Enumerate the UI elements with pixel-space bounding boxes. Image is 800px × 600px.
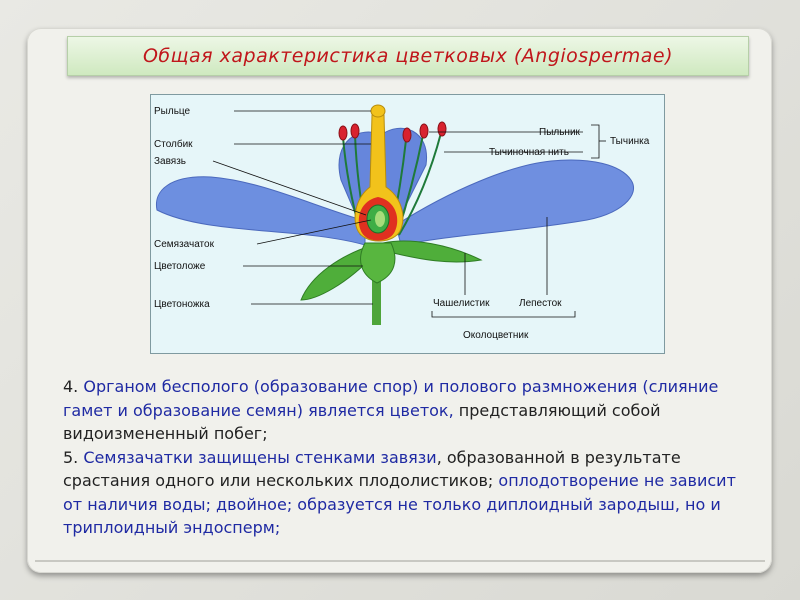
paragraph-5-highlight-1: Семязачатки защищены стенками завязи (83, 448, 436, 467)
body-text: 4. Органом бесполого (образование спор) … (63, 375, 753, 540)
flower-diagram: Рыльце Столбик Завязь Семязачаток Цветол… (150, 94, 665, 354)
label-perianth: Околоцветник (463, 330, 529, 341)
slide-title: Общая характеристика цветковых (Angiospe… (143, 45, 673, 67)
slide-card: Общая характеристика цветковых (Angiospe… (27, 28, 772, 573)
label-sepal: Чашелистик (433, 298, 490, 309)
sepal-center (361, 243, 395, 283)
label-anther: Пыльник (539, 127, 581, 138)
petal-left (156, 177, 365, 245)
paragraph-4: 4. Органом бесполого (образование спор) … (63, 375, 753, 446)
label-pedicel: Цветоножка (154, 299, 210, 310)
petal-right (396, 160, 634, 245)
pistil-stigma (371, 105, 385, 117)
paragraph-4-number: 4. (63, 377, 83, 396)
flower-diagram-svg: Рыльце Столбик Завязь Семязачаток Цветол… (151, 95, 664, 353)
paragraph-5-number: 5. (63, 448, 83, 467)
label-ovary: Завязь (154, 156, 186, 167)
label-filament: Тычиночная нить (489, 147, 569, 158)
paragraph-5: 5. Семязачатки защищены стенками завязи,… (63, 446, 753, 540)
label-receptacle: Цветоложе (154, 261, 206, 272)
divider (35, 560, 765, 562)
label-style: Столбик (154, 138, 193, 150)
label-petal: Лепесток (519, 298, 562, 309)
label-stigma: Рыльце (154, 106, 191, 117)
sepal-right (383, 241, 481, 262)
label-ovule: Семязачаток (154, 239, 215, 250)
label-stamen: Тычинка (610, 136, 650, 147)
title-bar: Общая характеристика цветковых (Angiospe… (67, 36, 749, 76)
